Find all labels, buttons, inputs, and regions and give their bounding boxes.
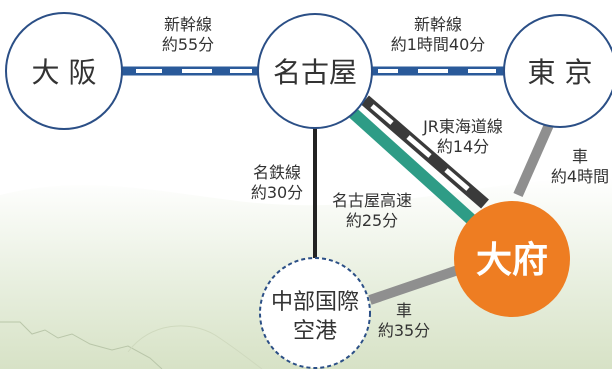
route-line-name: JR東海道線 xyxy=(422,117,503,136)
station-tokyo-label: 東 京 xyxy=(528,56,593,89)
route-time: 約35分 xyxy=(378,321,430,340)
route-line-name: 名鉄線 xyxy=(253,163,301,182)
station-nagoya[interactable]: 名古屋 xyxy=(257,13,373,129)
route-line-name: 新幹線 xyxy=(164,15,212,34)
route-time: 約14分 xyxy=(437,137,489,156)
route-label-nagoya-tokyo: 新幹線 約1時間40分 xyxy=(391,15,486,54)
station-obu-label: 大府 xyxy=(476,239,548,281)
station-nagoya-label: 名古屋 xyxy=(273,56,357,89)
route-line-name: 車 xyxy=(396,301,412,320)
route-time: 約30分 xyxy=(251,183,303,202)
station-chubu-airport[interactable]: 中部国際 空港 xyxy=(259,257,371,369)
route-time: 約25分 xyxy=(346,211,398,230)
station-airport-label-1: 中部国際 xyxy=(271,290,359,315)
station-obu[interactable]: 大府 xyxy=(454,201,570,317)
station-osaka[interactable]: 大 阪 xyxy=(5,12,123,130)
route-line-name: 名古屋高速 xyxy=(332,191,412,210)
car-road-airport-obu xyxy=(368,265,460,305)
route-label-airport-obu: 車 約35分 xyxy=(378,301,430,340)
station-osaka-label: 大 阪 xyxy=(32,56,97,89)
route-label-tokyo-obu: 車 約4時間 xyxy=(551,147,609,186)
route-label-expressway: 名古屋高速 約25分 xyxy=(332,191,412,230)
route-time: 約1時間40分 xyxy=(391,35,486,54)
route-label-meitetsu: 名鉄線 約30分 xyxy=(251,163,303,202)
car-road-tokyo-obu xyxy=(513,115,557,198)
nagoya-expressway-line xyxy=(347,107,479,227)
background-coastline xyxy=(0,321,163,370)
route-label-jr-tokaido: JR東海道線 約14分 xyxy=(422,117,503,156)
route-label-osaka-nagoya: 新幹線 約55分 xyxy=(162,15,214,54)
station-tokyo[interactable]: 東 京 xyxy=(503,14,612,128)
route-line-name: 車 xyxy=(572,147,588,166)
station-airport-label-2: 空港 xyxy=(293,319,337,344)
route-time: 約55分 xyxy=(162,35,214,54)
route-line-name: 新幹線 xyxy=(414,15,462,34)
background-contour xyxy=(127,325,263,370)
jr-tokaido-line xyxy=(361,95,489,209)
route-time: 約4時間 xyxy=(551,167,609,186)
